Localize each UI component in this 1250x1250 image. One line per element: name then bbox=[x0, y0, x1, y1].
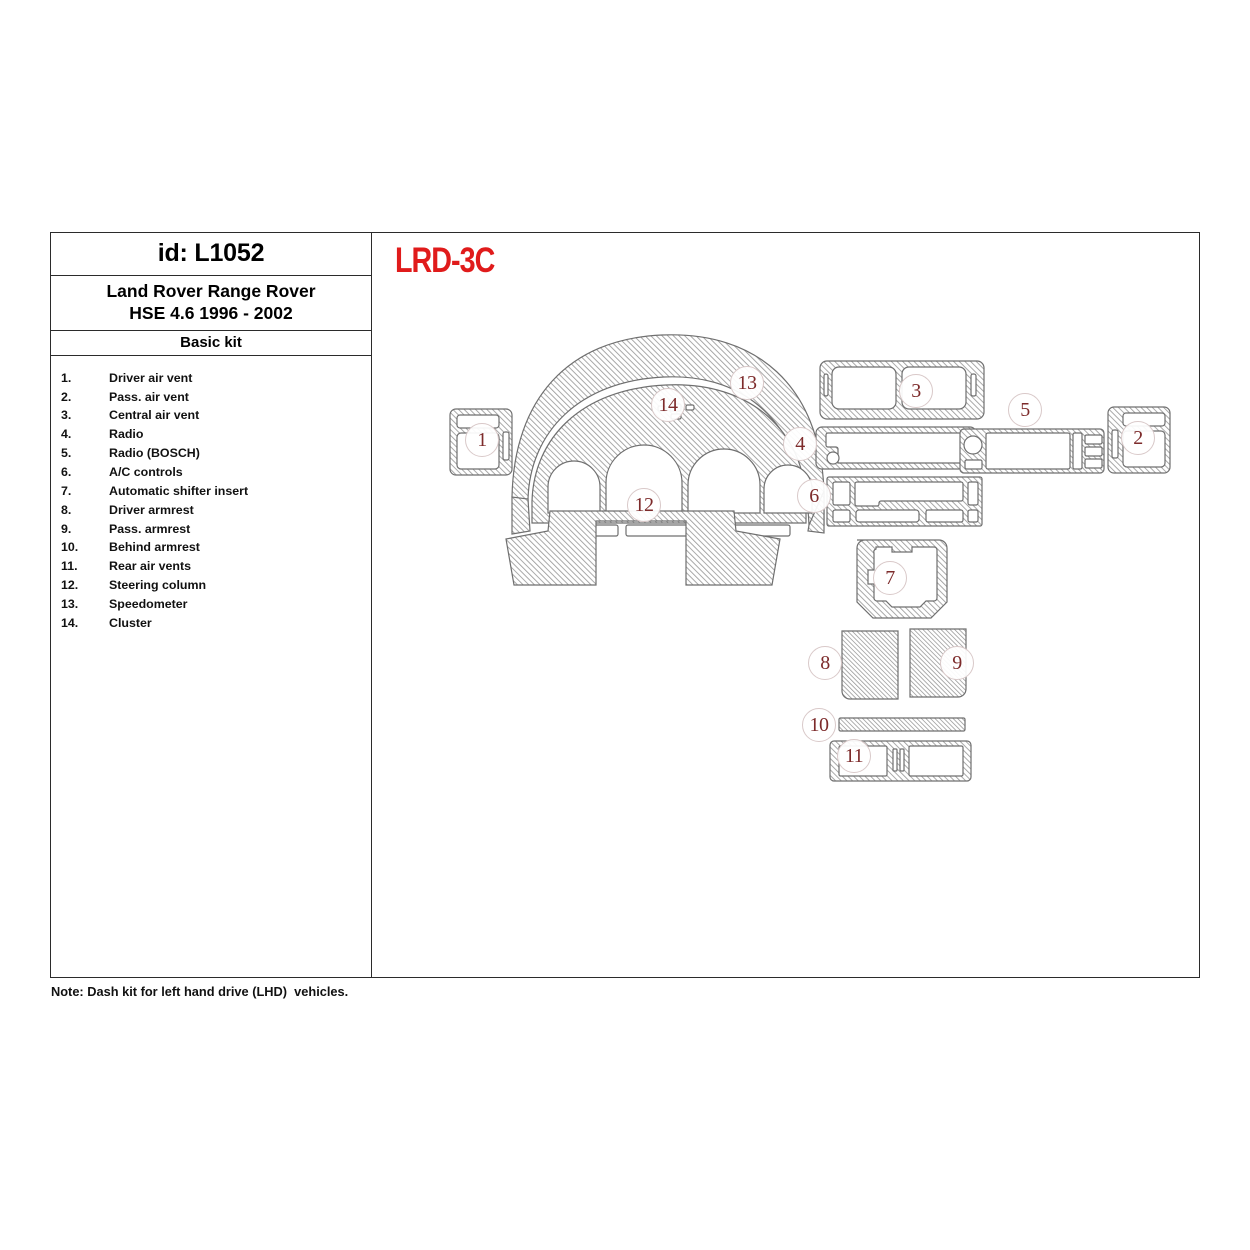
legend-label: Automatic shifter insert bbox=[109, 483, 249, 498]
callout-11: 11 bbox=[837, 739, 871, 773]
part-radio-bosch bbox=[959, 428, 1105, 474]
dash-kit-diagram: 1 2 3 4 5 6 7 8 9 10 11 12 13 14 bbox=[372, 233, 1199, 979]
legend-number: 8. bbox=[61, 502, 72, 517]
legend-label: Steering column bbox=[109, 578, 207, 593]
legend-label: Pass. air vent bbox=[109, 389, 189, 404]
callout-2: 2 bbox=[1121, 421, 1155, 455]
footer-note: Note: Dash kit for left hand drive (LHD)… bbox=[51, 984, 349, 999]
legend-number: 11. bbox=[61, 559, 78, 574]
list-item: 4. Radio bbox=[51, 425, 371, 444]
legend-number: 12. bbox=[61, 578, 79, 593]
model-line-1: Land Rover Range Rover bbox=[106, 281, 316, 301]
callout-9: 9 bbox=[940, 646, 974, 680]
kit-id-row: id: L1052 bbox=[51, 233, 371, 276]
kit-type-row: Basic kit bbox=[51, 331, 371, 356]
legend-label: Behind armrest bbox=[109, 540, 200, 555]
legend-label: Cluster bbox=[109, 615, 152, 630]
drawing-column: LRD-3C bbox=[372, 233, 1199, 977]
list-item: 2. Pass. air vent bbox=[51, 388, 371, 407]
legend-number: 4. bbox=[61, 427, 72, 442]
legend-label: Radio (BOSCH) bbox=[109, 446, 200, 461]
legend-label: A/C controls bbox=[109, 465, 183, 479]
callout-8: 8 bbox=[808, 646, 842, 680]
list-item: 11. Rear air vents bbox=[51, 557, 371, 576]
callout-1: 1 bbox=[465, 423, 499, 457]
legend-number: 1. bbox=[61, 370, 72, 385]
list-item: 12. Steering column bbox=[51, 576, 371, 595]
list-item: 5. Radio (BOSCH) bbox=[51, 444, 371, 463]
part-code: LRD-3C bbox=[395, 241, 495, 280]
vehicle-model-row: Land Rover Range Rover HSE 4.6 1996 - 20… bbox=[51, 276, 371, 331]
legend-number: 7. bbox=[61, 483, 72, 498]
list-item: 13. Speedometer bbox=[51, 595, 371, 614]
part-radio bbox=[815, 426, 977, 470]
part-ac-controls bbox=[826, 476, 983, 527]
legend-label: Central air vent bbox=[109, 408, 200, 423]
callout-3: 3 bbox=[899, 374, 933, 408]
callout-12: 12 bbox=[627, 488, 661, 522]
list-item: 8. Driver armrest bbox=[51, 501, 371, 520]
legend-number: 9. bbox=[61, 521, 72, 536]
legend-label: Speedometer bbox=[109, 596, 188, 611]
part-cluster bbox=[531, 384, 813, 537]
callout-13: 13 bbox=[730, 366, 764, 400]
legend-number: 6. bbox=[61, 465, 72, 479]
list-item: 6. A/C controls bbox=[51, 463, 371, 482]
callout-10: 10 bbox=[802, 708, 836, 742]
model-line-2: HSE 4.6 1996 - 2002 bbox=[129, 303, 293, 324]
legend-number: 13. bbox=[61, 596, 79, 611]
spec-sheet: id: L1052 Land Rover Range Rover HSE 4.6… bbox=[50, 232, 1200, 978]
list-item: 1. Driver air vent bbox=[51, 369, 371, 388]
legend-label: Radio bbox=[109, 427, 144, 442]
part-behind-armrest bbox=[838, 717, 966, 732]
part-driver-armrest bbox=[841, 630, 899, 700]
callout-5: 5 bbox=[1008, 393, 1042, 427]
info-column: id: L1052 Land Rover Range Rover HSE 4.6… bbox=[51, 233, 372, 977]
legend-label: Rear air vents bbox=[109, 559, 191, 574]
callout-6: 6 bbox=[797, 479, 831, 513]
list-item: 14. Cluster bbox=[51, 614, 371, 633]
list-item: 3. Central air vent bbox=[51, 406, 371, 425]
legend-label: Driver air vent bbox=[109, 370, 193, 385]
callout-7: 7 bbox=[873, 561, 907, 595]
legend-number: 3. bbox=[61, 408, 72, 423]
legend-list: 1. Driver air vent 2. Pass. air vent 3. … bbox=[51, 356, 371, 633]
list-item: 9. Pass. armrest bbox=[51, 520, 371, 539]
list-item: 7. Automatic shifter insert bbox=[51, 482, 371, 501]
list-item: 10. Behind armrest bbox=[51, 538, 371, 557]
callout-4: 4 bbox=[783, 427, 817, 461]
part-steering-column bbox=[505, 510, 781, 586]
legend-number: 14. bbox=[61, 615, 79, 630]
callout-14: 14 bbox=[651, 388, 685, 422]
legend-number: 2. bbox=[61, 389, 72, 404]
legend-number: 10. bbox=[61, 540, 79, 555]
legend-label: Driver armrest bbox=[109, 502, 194, 517]
legend-number: 5. bbox=[61, 446, 72, 461]
legend-label: Pass. armrest bbox=[109, 521, 191, 536]
